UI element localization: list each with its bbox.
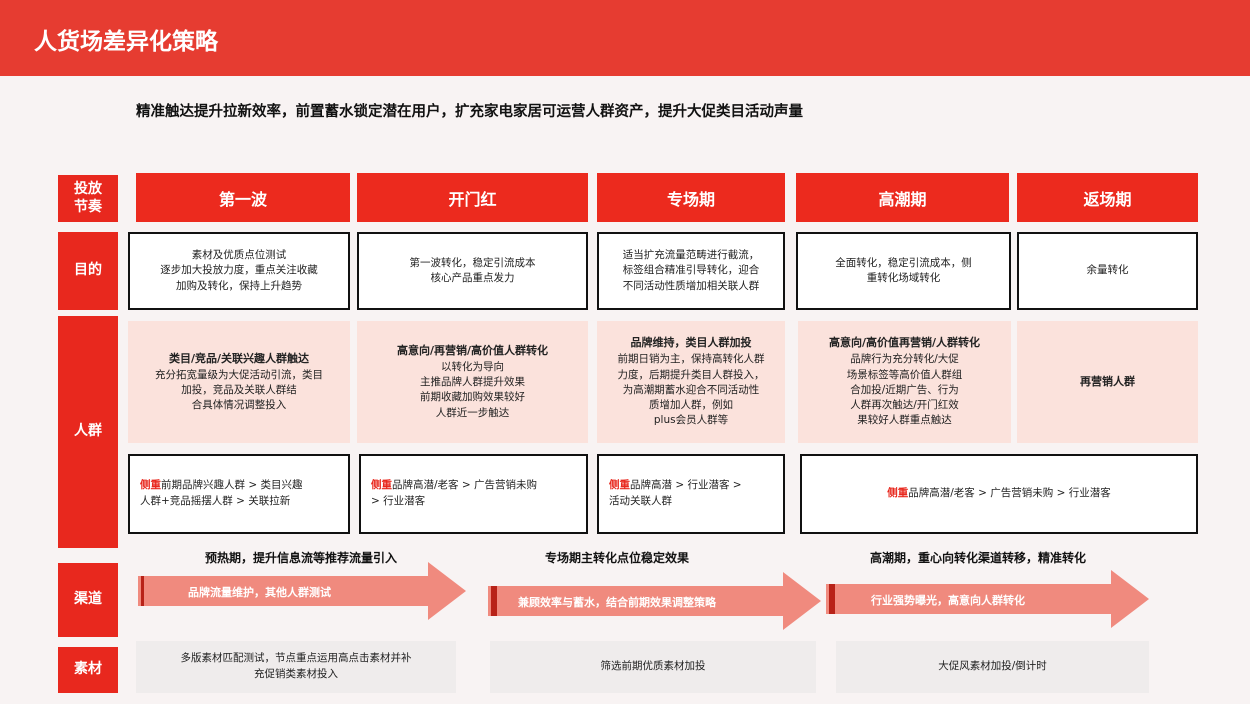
crowd-strategy-body: 前期日销为主，保持高转化人群 力度，后期提升类目人群投入， 为高潮期蓄水迎合不同… <box>617 353 765 427</box>
row-label-rhythm: 投放 节奏 <box>58 175 118 222</box>
header-bar: 人货场差异化策略 <box>0 0 1250 76</box>
crowd-path-text: 前期品牌兴趣人群 > 类目兴趣 人群+竞品摇摆人群 > 关联拉新 <box>140 479 303 507</box>
focus-tag: 侧重 <box>371 479 392 492</box>
crowd-strategy-heading: 类目/竞品/关联兴趣人群触达 <box>168 351 310 365</box>
crowd-path-text: 品牌高潜/老客 > 广告营销未购 > 行业潜客 <box>908 487 1111 500</box>
phase-return: 返场期 <box>1017 173 1198 222</box>
purpose-opening: 第一波转化，稳定引流成本 核心产品重点发力 <box>357 232 588 310</box>
row-label-purpose: 目的 <box>58 232 118 310</box>
channel-arrow-climax <box>826 570 1149 628</box>
crowd-path-text: 品牌高潜/老客 > 广告营销未购 > 行业潜客 <box>371 479 538 507</box>
crowd-strategy-opening: 高意向/再营销/高价值人群转化 以转化为导向 主推品牌人群提升效果 前期收藏加购… <box>357 321 588 443</box>
channel-arrow-preheat <box>138 562 466 620</box>
channel-arrow-special <box>488 572 821 630</box>
row-label-channel: 渠道 <box>58 563 118 637</box>
channel-title-preheat: 预热期，提升信息流等推荐流量引入 <box>205 551 398 565</box>
focus-tag: 侧重 <box>140 479 161 492</box>
crowd-strategy-body: 以转化为导向 主推品牌人群提升效果 前期收藏加购效果较好 人群近一步触达 <box>420 361 525 419</box>
purpose-return: 余量转化 <box>1017 232 1198 310</box>
purpose-special: 适当扩充流量范畴进行截流， 标签组合精准引导转化，迎合 不同活动性质增加相关联人… <box>597 232 785 310</box>
crowd-strategy-special: 品牌维持，类目人群加投 前期日销为主，保持高转化人群 力度，后期提升类目人群投入… <box>597 321 785 443</box>
phase-first-wave: 第一波 <box>136 173 350 222</box>
channel-arrow-label: 兼顾效率与蓄水，结合前期效果调整策略 <box>518 596 716 609</box>
material-preheat: 多版素材匹配测试，节点重点运用高点击素材并补 充促销类素材投入 <box>136 641 456 693</box>
channel-arrow-label: 品牌流量维护，其他人群测试 <box>188 586 331 599</box>
crowd-strategy-body: 品牌行为充分转化/大促 场景标签等高价值人群组 合加投/近期广告、行为 人群再次… <box>846 353 963 427</box>
purpose-first-wave: 素材及优质点位测试 逐步加大投放力度，重点关注收藏 加购及转化，保持上升趋势 <box>128 232 350 310</box>
crowd-path-special: 侧重品牌高潜 > 行业潜客 > 活动关联人群 <box>597 454 785 534</box>
crowd-path-text: 品牌高潜 > 行业潜客 > 活动关联人群 <box>609 479 742 507</box>
channel-title-special: 专场期主转化点位稳定效果 <box>545 551 690 565</box>
crowd-path-first-wave: 侧重前期品牌兴趣人群 > 类目兴趣 人群+竞品摇摆人群 > 关联拉新 <box>128 454 350 534</box>
focus-tag: 侧重 <box>887 487 909 500</box>
phase-special: 专场期 <box>597 173 785 222</box>
channel-arrow-label: 行业强势曝光，高意向人群转化 <box>871 594 1025 607</box>
focus-tag: 侧重 <box>609 479 630 492</box>
page-title: 人货场差异化策略 <box>34 29 218 55</box>
crowd-strategy-first-wave: 类目/竞品/关联兴趣人群触达 充分拓宽量级为大促活动引流，类目 加投，竞品及关联… <box>128 321 350 443</box>
crowd-strategy-climax: 高意向/高价值再营销/人群转化 品牌行为充分转化/大促 场景标签等高价值人群组 … <box>798 321 1011 443</box>
material-climax: 大促风素材加投/倒计时 <box>836 641 1149 693</box>
crowd-strategy-heading: 高意向/高价值再营销/人群转化 <box>828 336 981 350</box>
phase-climax: 高潮期 <box>796 173 1009 222</box>
phase-opening: 开门红 <box>357 173 588 222</box>
crowd-strategy-body: 再营销人群 <box>1080 375 1135 389</box>
row-label-material: 素材 <box>58 647 118 693</box>
crowd-strategy-return: 再营销人群 <box>1017 321 1198 443</box>
strategy-summary: 精准触达提升拉新效率，前置蓄水锁定潜在用户，扩充家电家居可运营人群资产，提升大促… <box>136 104 803 120</box>
purpose-climax: 全面转化，稳定引流成本，侧 重转化场域转化 <box>796 232 1011 310</box>
channel-title-climax: 高潮期，重心向转化渠道转移，精准转化 <box>870 551 1087 565</box>
row-label-crowd: 人群 <box>58 316 118 548</box>
crowd-strategy-heading: 品牌维持，类目人群加投 <box>630 336 752 350</box>
crowd-path-climax-return: 侧重品牌高潜/老客 > 广告营销未购 > 行业潜客 <box>800 454 1198 534</box>
crowd-strategy-heading: 高意向/再营销/高价值人群转化 <box>396 344 549 358</box>
material-special: 筛选前期优质素材加投 <box>490 641 816 693</box>
crowd-path-opening: 侧重品牌高潜/老客 > 广告营销未购 > 行业潜客 <box>359 454 588 534</box>
crowd-strategy-body: 充分拓宽量级为大促活动引流，类目 加投，竞品及关联人群结 合具体情况调整投入 <box>155 368 323 412</box>
